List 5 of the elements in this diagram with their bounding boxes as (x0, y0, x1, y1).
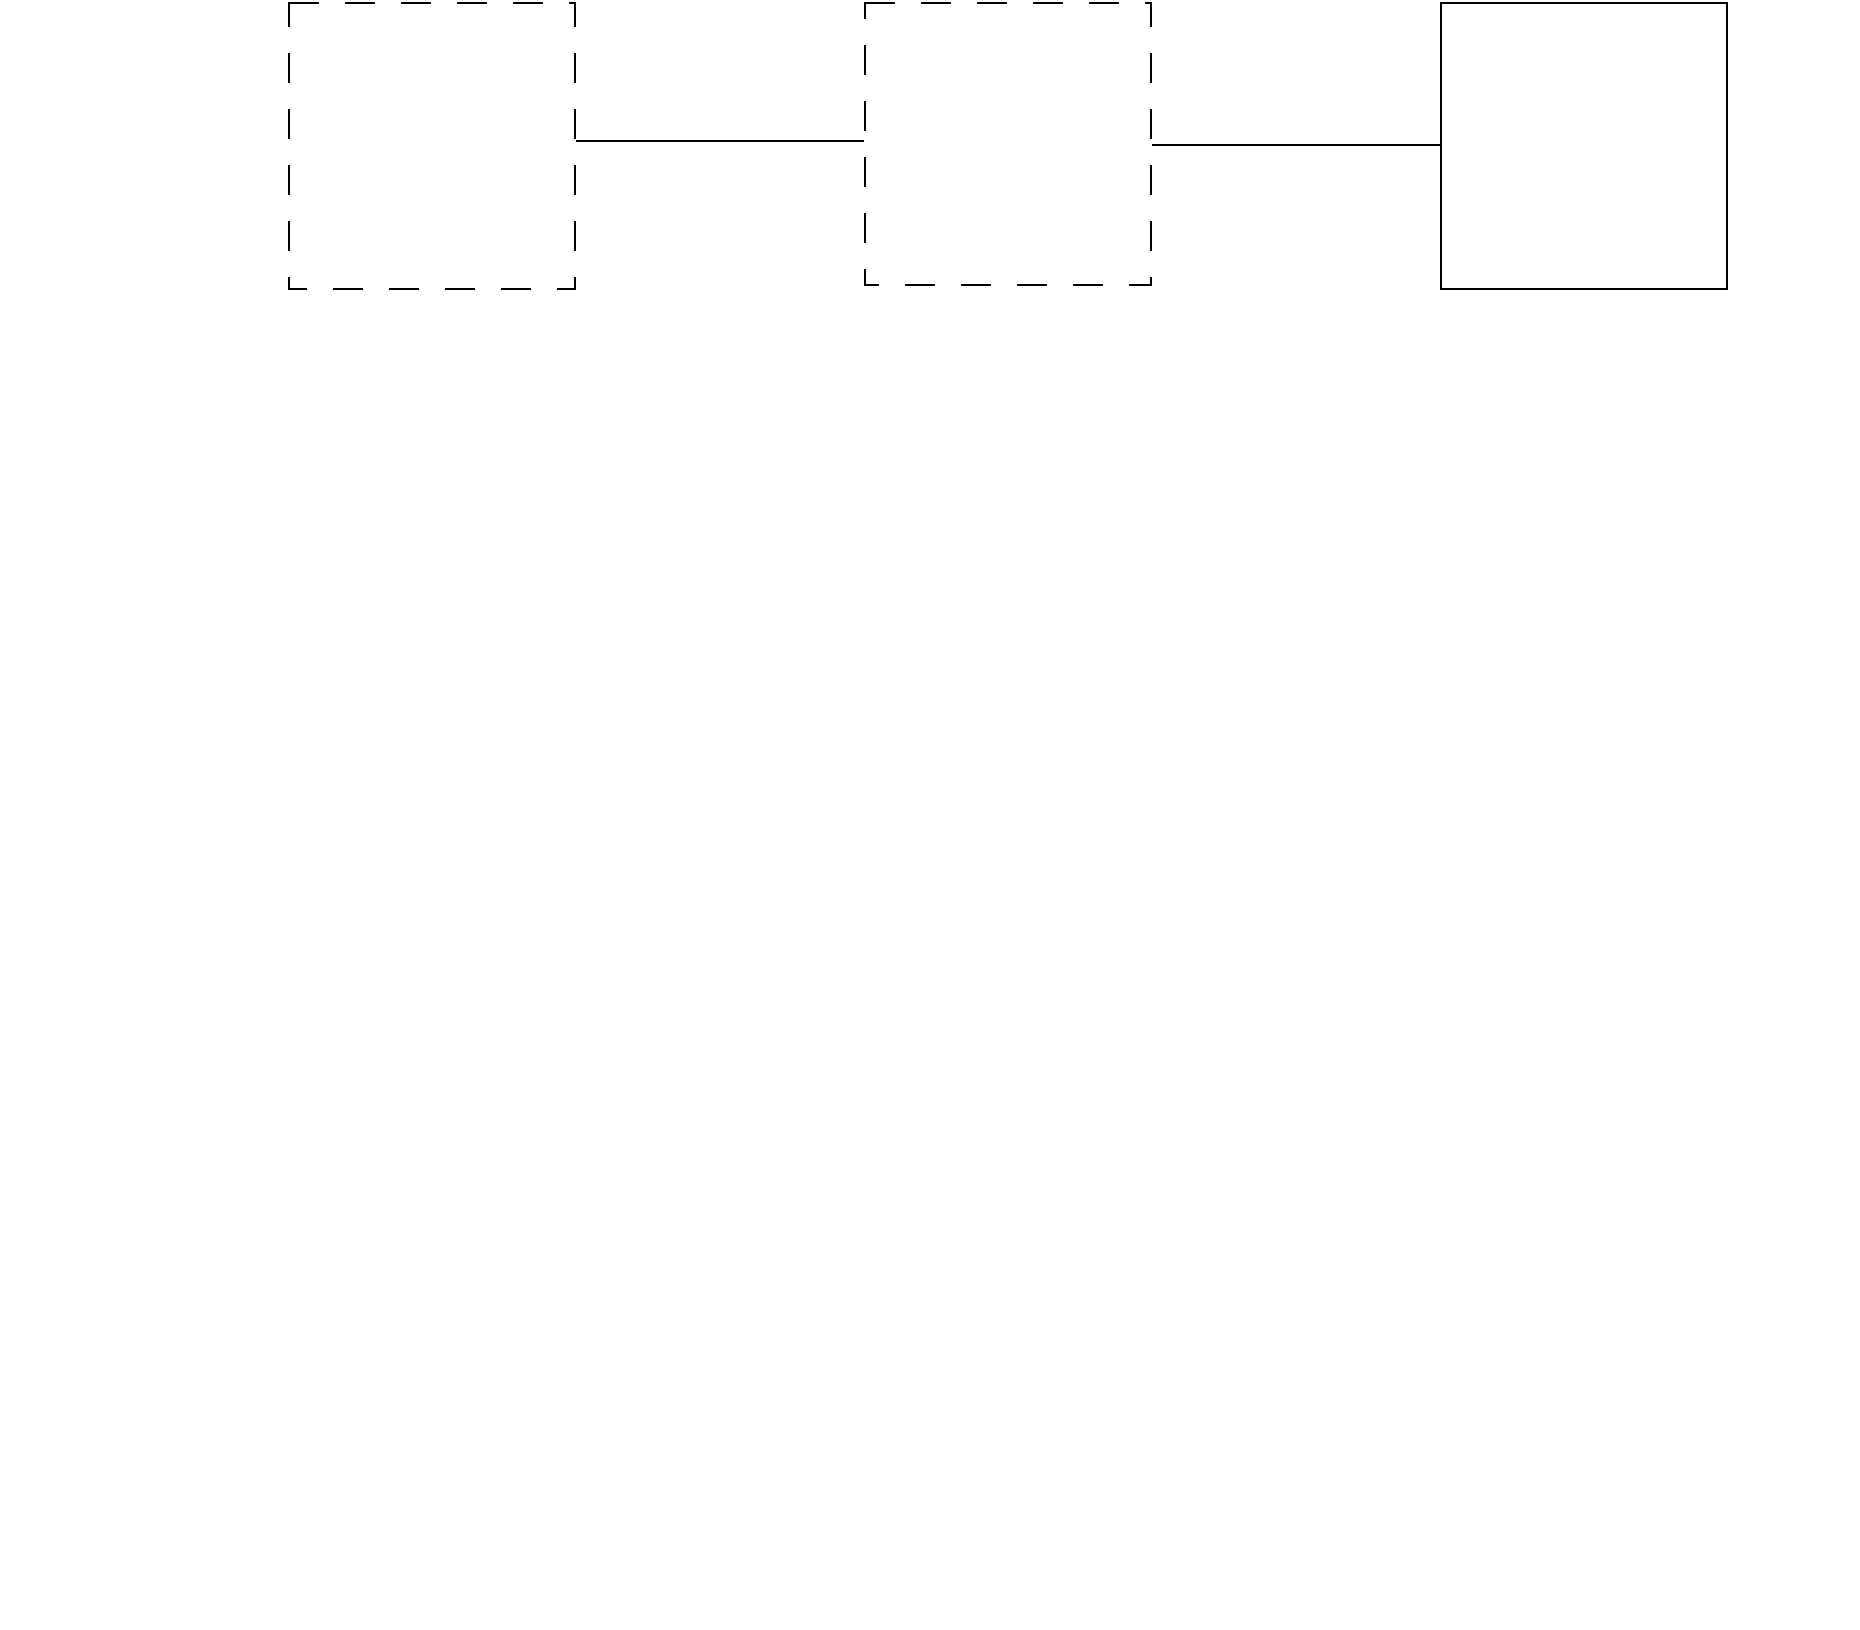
dashed-outline-box (288, 2, 576, 290)
outline-box (1440, 2, 1728, 290)
connector-line (575, 140, 865, 142)
dashed-outline-box (864, 2, 1152, 286)
connector-line (1151, 144, 1441, 146)
